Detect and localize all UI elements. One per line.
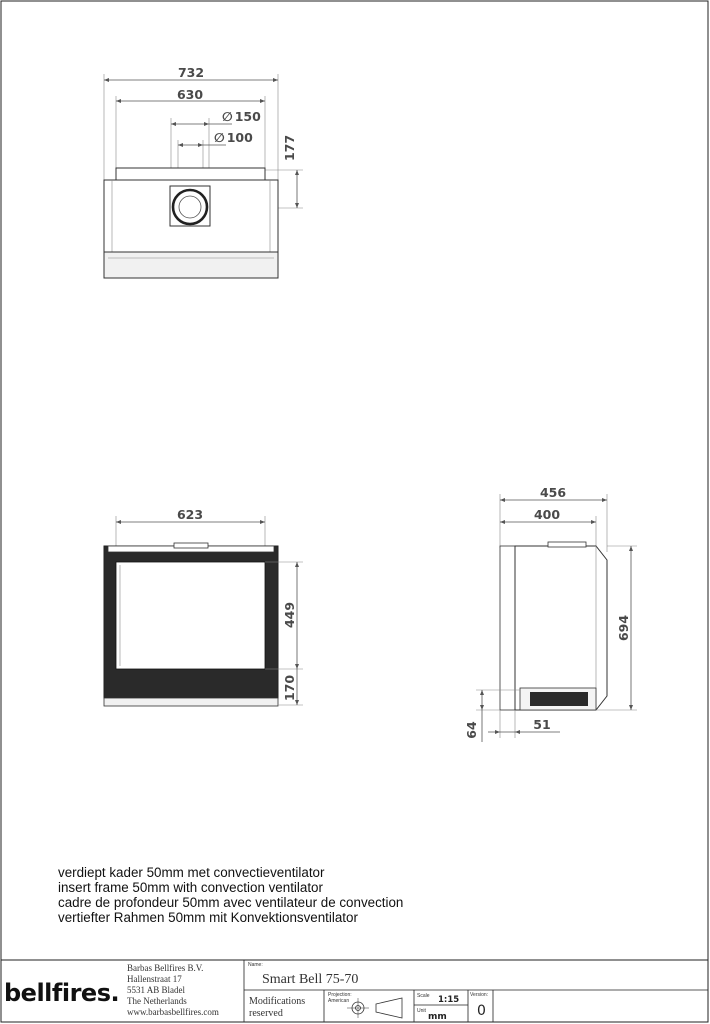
side-view: 456 400 694 64 51 xyxy=(464,485,637,742)
side-body xyxy=(514,545,608,711)
version-label: Version: xyxy=(470,992,488,998)
description-de: vertiefter Rahmen 50mm mit Konvektionsve… xyxy=(58,910,358,925)
company-name: Barbas Bellfires B.V. xyxy=(127,963,203,973)
description-nl: verdiept kader 50mm met convectieventila… xyxy=(58,865,325,880)
company-website: www.barbasbellfires.com xyxy=(127,1007,219,1017)
projection-label: Projection: xyxy=(328,992,352,998)
dim-64: 64 xyxy=(464,721,479,739)
modifications-line-1: Modifications xyxy=(249,996,305,1007)
version-value: 0 xyxy=(477,1003,486,1019)
diameter-symbol: ∅ xyxy=(214,130,225,145)
modifications-line-2: reserved xyxy=(249,1008,283,1019)
company-city: 5531 AB Bladel xyxy=(127,985,185,995)
dim-100: 100 xyxy=(227,130,253,145)
dim-694: 694 xyxy=(616,615,631,641)
diameter-symbol: ∅ xyxy=(222,109,233,124)
front-plinth xyxy=(103,697,279,707)
dim-630: 630 xyxy=(177,87,203,102)
scale-value: 1:15 xyxy=(438,995,459,1005)
top-view-base xyxy=(103,251,279,279)
dim-diameter-150: ∅150 xyxy=(222,109,261,124)
front-view: 623 449 170 xyxy=(103,507,303,707)
dim-449: 449 xyxy=(282,602,297,628)
product-name: Smart Bell 75-70 xyxy=(262,972,358,987)
company-street: Hallenstraat 17 xyxy=(127,974,182,984)
description: verdiept kader 50mm met convectieventila… xyxy=(58,865,403,925)
projection-type: American xyxy=(328,998,349,1004)
front-top-vent xyxy=(173,542,209,549)
flue-inner-circle xyxy=(178,195,202,219)
dim-diameter-100: ∅100 xyxy=(214,130,253,145)
dim-400: 400 xyxy=(534,507,560,522)
unit-label: Unit xyxy=(417,1008,427,1014)
description-en: insert frame 50mm with convection ventil… xyxy=(58,880,323,895)
description-fr: cadre de profondeur 50mm avec ventilateu… xyxy=(58,895,403,910)
projection-symbol-icon xyxy=(347,997,403,1019)
side-fan xyxy=(530,692,588,706)
title-block: bellfires. Barbas Bellfires B.V. Hallens… xyxy=(1,959,708,1022)
scale-label: Scale xyxy=(417,993,430,999)
front-glass xyxy=(115,561,266,670)
dim-150: 150 xyxy=(235,109,261,124)
side-top-vent xyxy=(547,541,587,548)
side-frame-strip xyxy=(499,545,516,711)
top-view-rim xyxy=(115,167,266,181)
dim-177: 177 xyxy=(282,135,297,161)
dim-456: 456 xyxy=(540,485,566,500)
name-label: Name: xyxy=(248,962,263,968)
dim-170: 170 xyxy=(282,675,297,701)
dim-732: 732 xyxy=(178,65,204,80)
unit-value: mm xyxy=(428,1012,447,1022)
dim-51: 51 xyxy=(533,717,550,732)
bellfires-logo: bellfires. xyxy=(4,979,119,1007)
dim-623: 623 xyxy=(177,507,203,522)
company-country: The Netherlands xyxy=(127,996,187,1006)
top-view: 732 630 ∅150 ∅100 177 xyxy=(103,65,303,279)
